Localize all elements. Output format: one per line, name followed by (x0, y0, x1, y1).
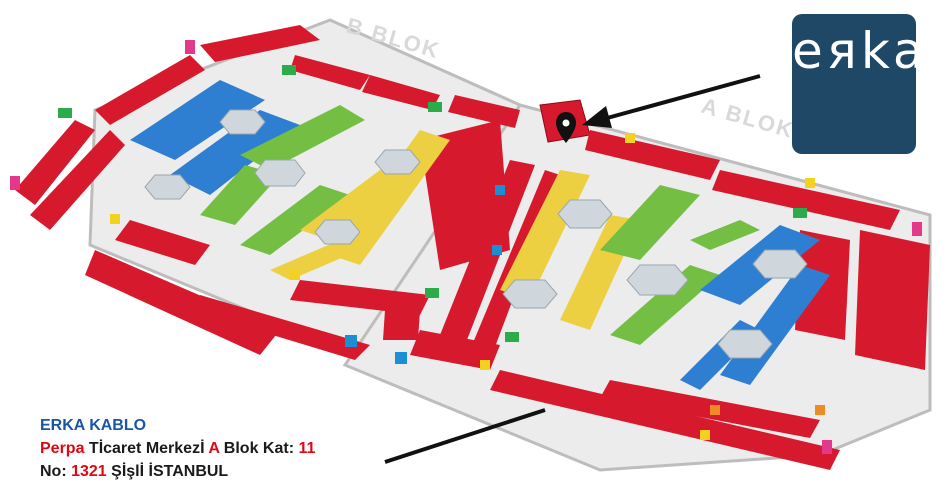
b-service-core-4 (374, 149, 421, 175)
stairs-icon (110, 214, 120, 224)
b-shop-row-top3 (362, 75, 440, 110)
exit-sign-icon (793, 208, 807, 218)
address-city: Şİşlİ İSTANBUL (106, 463, 229, 480)
a-zone-green-3 (690, 220, 760, 250)
elevator-icon (495, 185, 505, 195)
address-no-label: No: (40, 463, 72, 480)
address-leader-line (384, 408, 546, 464)
b-shop-bottom-row2 (190, 295, 370, 360)
exit-sign-icon (428, 102, 442, 112)
elevator-icon (492, 245, 502, 255)
address-blok: Blok Kat: (219, 440, 299, 457)
exit-sign-icon (505, 332, 519, 342)
address-number: 1321 (71, 463, 107, 480)
address-block-letter: A (208, 440, 220, 457)
b-shop-left-col2 (30, 130, 125, 230)
address-line-1: Perpa Tİcaret Merkezİ A Blok Kat: 11 (40, 437, 315, 460)
exit-sign-icon (58, 108, 72, 118)
block-a-label: A BLOK (699, 93, 798, 143)
elevator-icon (345, 335, 357, 347)
a-shop-left-col (440, 160, 535, 345)
stairs-icon (290, 270, 300, 280)
address-floor: 11 (298, 440, 316, 457)
b-service-core-1 (219, 109, 266, 135)
b-shop-bottom-right (290, 280, 430, 315)
a-service-core-3 (626, 264, 689, 296)
b-shop-left-col (15, 120, 95, 205)
b-shop-row-top4 (448, 95, 520, 128)
a-shop-bottom-left (410, 330, 500, 370)
b-shop-row-top (200, 25, 320, 62)
a-service-core-4 (752, 249, 808, 279)
stairs-icon (480, 360, 490, 370)
stairs-icon (805, 178, 815, 188)
b-service-core-2 (144, 174, 191, 200)
b-shop-left-wing (95, 55, 205, 125)
a-shop-top-row (585, 130, 720, 180)
b-shop-bottom-left (115, 220, 210, 265)
location-pin-icon (556, 112, 576, 143)
restroom-icon (912, 222, 922, 236)
address-mid: Tİcaret Merkezİ (84, 440, 209, 457)
a-service-core-5 (717, 329, 773, 359)
b-shop-isolated (383, 310, 420, 340)
b-zone-green-3 (240, 185, 350, 255)
address-block: ERKA KABLO Perpa Tİcaret Merkezİ A Blok … (40, 414, 315, 483)
a-shop-right-col (855, 230, 930, 370)
a-shop-top-row2 (712, 170, 900, 230)
logo-text: eяka (792, 22, 928, 80)
escalator-icon (710, 405, 720, 415)
b-service-core-5 (314, 219, 361, 245)
a-service-core-1 (557, 199, 613, 229)
a-zone-green-1 (600, 185, 700, 260)
elevator-icon (395, 352, 407, 364)
a-service-core-2 (502, 279, 558, 309)
b-shop-bottom-row (85, 250, 280, 355)
escalator-icon (815, 405, 825, 415)
exit-sign-icon (282, 65, 296, 75)
b-zone-blue-2 (170, 110, 300, 195)
stairs-icon (625, 133, 635, 143)
a-shop-bottom-row (490, 370, 840, 470)
restroom-icon (10, 176, 20, 190)
pointer-arrow-head (582, 106, 612, 128)
pointer-arrow-line (599, 74, 761, 122)
b-service-core-3 (254, 159, 306, 187)
exit-sign-icon (425, 288, 439, 298)
a-zone-green-2 (610, 265, 720, 345)
b-zone-green-2 (240, 105, 365, 170)
restroom-icon (822, 440, 832, 454)
restroom-icon (185, 40, 195, 54)
address-perpa: Perpa (40, 440, 85, 457)
stairs-icon (700, 430, 710, 440)
erka-logo: eяka (792, 14, 928, 154)
address-line-2: No: 1321 Şİşlİ İSTANBUL (40, 460, 315, 483)
b-zone-blue-1 (130, 80, 265, 160)
b-shop-row-top2 (290, 55, 370, 90)
company-name: ERKA KABLO (40, 417, 147, 434)
